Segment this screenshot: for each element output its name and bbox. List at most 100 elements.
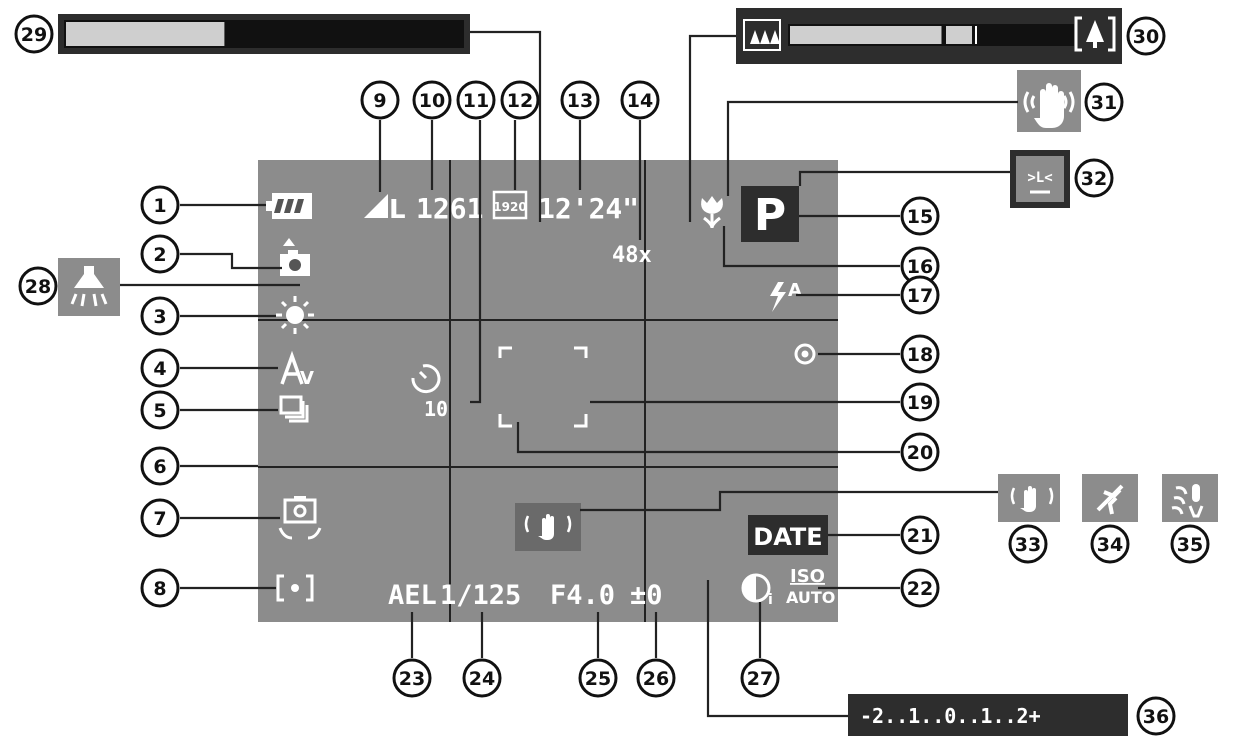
callout-3: 3	[140, 296, 180, 336]
svg-text:14: 14	[627, 90, 653, 112]
blink-face-text: >L<	[1027, 170, 1052, 186]
my-colors-icon: V	[280, 350, 314, 389]
svg-text:18: 18	[907, 344, 933, 366]
wide-icon	[743, 19, 781, 51]
callout-32: 32	[1074, 158, 1114, 198]
svg-text:16: 16	[907, 256, 933, 278]
red-eye-icon	[794, 343, 816, 365]
svg-text:4: 4	[153, 358, 166, 380]
svg-text:2: 2	[153, 244, 166, 266]
callout-33: 33	[1008, 524, 1048, 564]
callout-19: 19	[900, 382, 940, 422]
svg-text:6: 6	[153, 456, 166, 478]
callout-20: 20	[900, 432, 940, 472]
date-stamp: DATE	[753, 523, 822, 551]
recording-size: L	[389, 195, 406, 225]
svg-text:20: 20	[907, 442, 933, 464]
callout-15: 15	[900, 196, 940, 236]
svg-text:31: 31	[1091, 92, 1117, 114]
mode-box	[741, 186, 799, 242]
svg-text:10: 10	[419, 90, 445, 112]
callout-10: 10	[412, 80, 452, 120]
callout-26: 26	[636, 658, 676, 698]
svg-text:12: 12	[507, 90, 533, 112]
exposure-scale-text: -2..1..0..1..2+	[860, 704, 1041, 728]
svg-text:25: 25	[585, 668, 611, 690]
airplane-icon	[1082, 474, 1138, 522]
svg-text:i: i	[768, 592, 773, 608]
callout-25: 25	[578, 658, 618, 698]
self-timer-value: 10	[424, 397, 448, 421]
battery-icon	[266, 193, 312, 219]
callout-24: 24	[462, 658, 502, 698]
blink-detection-icon: >L<	[1010, 150, 1070, 208]
svg-text:35: 35	[1177, 534, 1203, 556]
tele-icon	[1074, 16, 1116, 52]
white-balance-icon	[276, 296, 314, 334]
iso-label: ISO	[790, 566, 825, 587]
exposure-level-scale: -2..1..0..1..2+	[848, 694, 1128, 736]
svg-text:7: 7	[153, 508, 166, 530]
svg-text:17: 17	[907, 285, 933, 307]
movie-resolution: 1920	[493, 200, 526, 214]
shots-remaining: 1261	[416, 192, 483, 225]
callout-34: 34	[1090, 524, 1130, 564]
svg-text:15: 15	[907, 206, 933, 228]
svg-text:27: 27	[747, 668, 773, 690]
callout-14: 14	[620, 80, 660, 120]
callout-22: 22	[900, 568, 940, 608]
memory-bar-fill	[66, 22, 225, 46]
callout-21: 21	[900, 515, 940, 555]
svg-text:1: 1	[153, 195, 166, 217]
callout-4: 4	[140, 348, 180, 388]
drive-mode-icon	[279, 395, 309, 423]
grid-lines	[258, 160, 838, 622]
callout-11: 11	[456, 80, 496, 120]
metering-icon	[276, 574, 314, 602]
svg-text:36: 36	[1143, 706, 1169, 728]
callout-1: 1	[140, 185, 180, 225]
svg-text:33: 33	[1015, 534, 1041, 556]
svg-text:23: 23	[399, 668, 425, 690]
callout-9: 9	[360, 80, 400, 120]
callout-23: 23	[392, 658, 432, 698]
memory-bar	[58, 14, 470, 54]
zoom-bar	[736, 8, 1122, 64]
callout-30: 30	[1126, 16, 1166, 56]
callout-7: 7	[140, 498, 180, 538]
hg-lamp-icon	[58, 258, 120, 316]
svg-text:11: 11	[463, 90, 489, 112]
svg-text:34: 34	[1097, 534, 1123, 556]
svg-text:29: 29	[21, 24, 47, 46]
svg-text:32: 32	[1081, 168, 1107, 190]
zoom-bar-fill	[790, 26, 942, 44]
flash-icon	[770, 282, 786, 312]
zoom-factor: 48x	[612, 243, 652, 268]
svg-text:V: V	[300, 368, 314, 389]
callout-28: 28	[18, 266, 58, 306]
i-contrast-icon: i	[741, 573, 773, 608]
leader-lines	[120, 30, 1018, 718]
callout-17: 17	[900, 275, 940, 315]
svg-text:9: 9	[373, 90, 386, 112]
callout-27: 27	[740, 658, 780, 698]
callout-13: 13	[560, 80, 600, 120]
callout-8: 8	[140, 568, 180, 608]
callout-36: 36	[1136, 696, 1176, 736]
svg-text:8: 8	[153, 578, 166, 600]
svg-text:21: 21	[907, 525, 933, 547]
tripod-is-icon	[998, 474, 1060, 522]
exposure-compensation: ±0	[630, 580, 663, 611]
svg-text:19: 19	[907, 392, 933, 414]
svg-text:28: 28	[25, 276, 51, 298]
callout-16: 16	[900, 246, 940, 286]
callout-6: 6	[140, 446, 180, 486]
callout-35: 35	[1170, 524, 1210, 564]
shooting-mode: P	[754, 190, 786, 241]
svg-text:24: 24	[469, 668, 495, 690]
shutter-speed: 1/125	[440, 580, 521, 611]
svg-text:22: 22	[907, 578, 933, 600]
callout-18: 18	[900, 334, 940, 374]
svg-text:26: 26	[643, 668, 669, 690]
